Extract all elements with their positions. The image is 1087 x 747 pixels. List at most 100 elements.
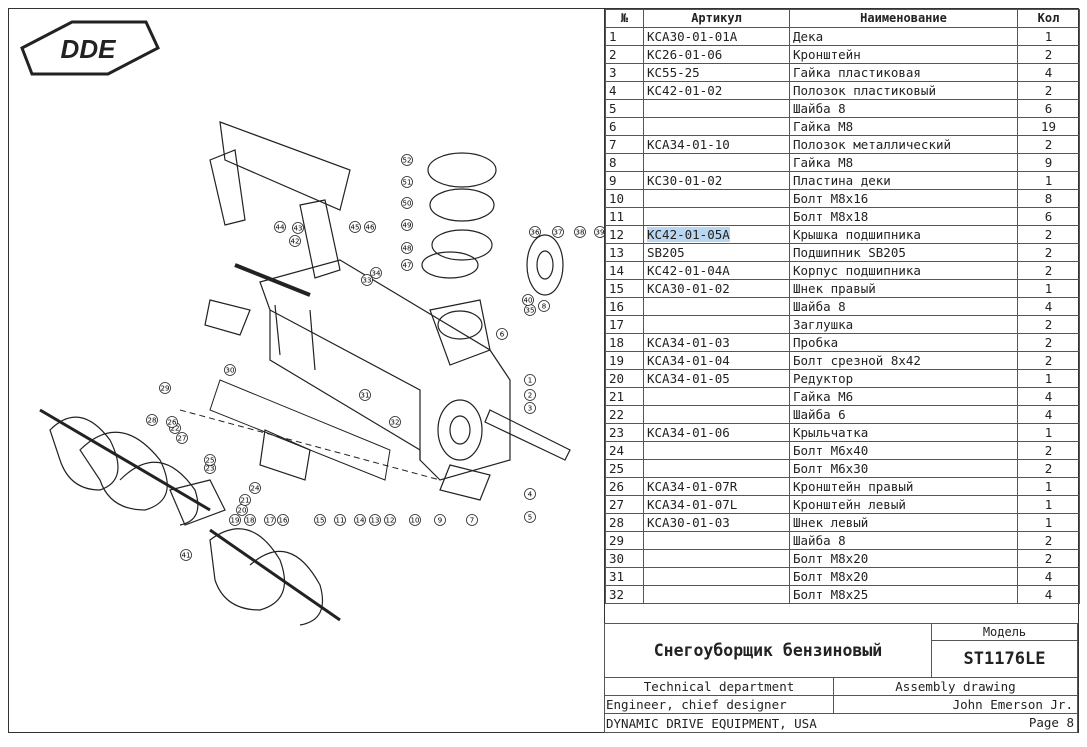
callout-number: 37 [554, 229, 563, 237]
part-qty: 2 [1017, 243, 1080, 262]
callout-circle [159, 382, 171, 394]
callout-number: 43 [294, 225, 303, 233]
part-number: 10 [605, 189, 644, 208]
part-name: Редуктор [789, 369, 1018, 388]
callout-number: 49 [403, 222, 412, 230]
callout-circle [384, 514, 396, 526]
part-qty: 2 [1017, 531, 1080, 550]
part-qty: 2 [1017, 459, 1080, 478]
part-number: 8 [605, 153, 644, 172]
auger-housing [259, 259, 511, 481]
part-article: KC55-25 [643, 63, 790, 82]
callout-number: 2 [528, 392, 532, 400]
callout-number: 21 [241, 497, 250, 505]
part-name: Шайба 6 [789, 405, 1018, 424]
deck-plate [209, 121, 351, 279]
callout-number: 33 [363, 277, 372, 285]
part-name: Гайка пластиковая [789, 63, 1018, 82]
department: Technical department [604, 677, 834, 696]
callout-circle [166, 416, 178, 428]
callout-number: 19 [231, 517, 240, 525]
part-name: Заглушка [789, 315, 1018, 334]
part-article: KC30-01-02 [643, 171, 790, 190]
callout-circle [401, 242, 413, 254]
part-number: 12 [605, 225, 644, 244]
part-name: Шнек левый [789, 513, 1018, 532]
callout-number: 3 [528, 405, 532, 413]
part-qty: 2 [1017, 45, 1080, 64]
part-qty: 4 [1017, 567, 1080, 586]
callout-circle [401, 176, 413, 188]
part-article: KCA30-01-03 [643, 513, 790, 532]
part-article: KC42-01-05A [643, 225, 790, 244]
role: Engineer, chief designer [604, 695, 834, 714]
part-qty: 4 [1017, 585, 1080, 604]
part-article: KCA34-01-05 [643, 369, 790, 388]
callout-number: 10 [411, 517, 420, 525]
callout-circle [180, 549, 192, 561]
part-number: 17 [605, 315, 644, 334]
part-qty: 1 [1017, 369, 1080, 388]
part-name: Шнек правый [789, 279, 1018, 298]
part-qty: 9 [1017, 153, 1080, 172]
skid-shoes [204, 299, 571, 501]
callout-circle [364, 221, 376, 233]
part-article: KCA30-01-01A [643, 27, 790, 46]
part-qty: 2 [1017, 225, 1080, 244]
part-qty: 2 [1017, 549, 1080, 568]
part-article [643, 441, 790, 460]
part-article: KCA34-01-06 [643, 423, 790, 442]
callout-circle [244, 514, 256, 526]
callout-circle [334, 514, 346, 526]
callout-number: 22 [171, 425, 180, 433]
part-qty: 2 [1017, 261, 1080, 280]
part-qty: 2 [1017, 441, 1080, 460]
callout-number: 34 [372, 270, 381, 278]
part-number: 15 [605, 279, 644, 298]
callout-number: 27 [178, 435, 187, 443]
callout-number: 38 [576, 229, 585, 237]
part-qty: 2 [1017, 81, 1080, 100]
callout-circle [146, 414, 158, 426]
callout-circle [524, 389, 536, 401]
callout-number: 30 [226, 367, 235, 375]
callout-number: 23 [206, 465, 215, 473]
product-title: Снегоуборщик бензиновый [604, 623, 932, 678]
callout-number: 6 [500, 331, 505, 339]
right-auger [209, 528, 341, 626]
part-article: KCA34-01-10 [643, 135, 790, 154]
part-name: Болт М8х18 [789, 207, 1018, 226]
logo-text: DDE [61, 34, 117, 64]
part-number: 27 [605, 495, 644, 514]
part-qty: 4 [1017, 297, 1080, 316]
part-name: Болт М6х40 [789, 441, 1018, 460]
callout-number: 40 [524, 297, 533, 305]
callout-circle [401, 219, 413, 231]
callout-circle [264, 514, 276, 526]
callout-circle [176, 432, 188, 444]
part-article [643, 99, 790, 118]
callout-circle [401, 197, 413, 209]
callout-circle [292, 222, 304, 234]
callout-number: 52 [403, 157, 412, 165]
part-article: KC26-01-06 [643, 45, 790, 64]
header-qty: Кол [1017, 9, 1080, 28]
part-number: 22 [605, 405, 644, 424]
part-qty: 4 [1017, 405, 1080, 424]
part-qty: 1 [1017, 423, 1080, 442]
callout-number: 24 [251, 485, 260, 493]
callout-circle [552, 226, 564, 238]
callout-number: 12 [386, 517, 395, 525]
part-name: Дека [789, 27, 1018, 46]
